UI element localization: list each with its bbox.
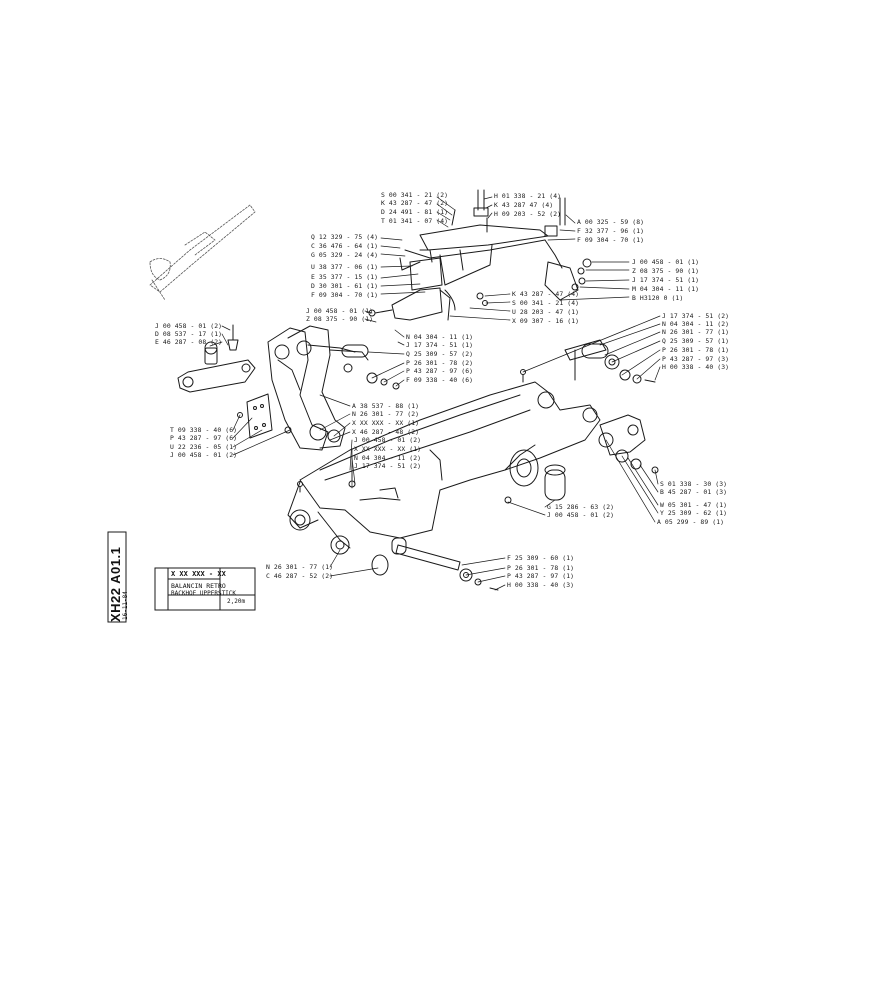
label-f09304701-left: F 09 304 - 70 (1) bbox=[311, 291, 379, 299]
label-a00325598: A 00 325 - 59 (8) bbox=[577, 218, 645, 226]
label-q12329754: Q 12 329 - 75 (4) bbox=[311, 233, 379, 241]
label-d08537171: D 08 537 - 17 (1) bbox=[155, 330, 223, 338]
label-s00341214: S 00 341 - 21 (4) bbox=[512, 299, 580, 307]
label-s01338303: S 01 338 - 30 (3) bbox=[660, 480, 728, 488]
label-j00458012-left2: J 00 458 - 01 (2) bbox=[170, 451, 238, 459]
label-p26301782: P 26 301 - 78 (2) bbox=[406, 359, 474, 367]
label-j00458011-mid: J 00 458 - 01 (1) bbox=[306, 307, 374, 315]
label-w05301471: W 05 301 - 47 (1) bbox=[660, 501, 728, 509]
pivot-boss bbox=[504, 449, 566, 504]
label-s00341212: S 00 341 - 21 (2) bbox=[381, 191, 449, 199]
title-spanish: BALANCIN RETRO bbox=[171, 582, 226, 590]
sheet-date: 16-11-84 bbox=[122, 591, 129, 620]
label-f32377961: F 32 377 - 96 (1) bbox=[577, 227, 645, 235]
right-pin-upper bbox=[564, 339, 656, 384]
label-y25309621: Y 25 309 - 62 (1) bbox=[660, 509, 728, 517]
label-d30301611: D 30 301 - 61 (1) bbox=[311, 282, 379, 290]
valve-block bbox=[368, 249, 456, 321]
label-e35377151: E 35 377 - 15 (1) bbox=[311, 273, 379, 281]
label-f09304701-top: F 09 304 - 70 (1) bbox=[577, 236, 645, 244]
label-n26301771-r: N 26 301 - 77 (1) bbox=[662, 328, 730, 336]
label-n04304112-center: N 04 304 - 11 (2) bbox=[354, 454, 422, 462]
label-h09203522: H 09 203 - 52 (2) bbox=[494, 210, 562, 218]
label-j17374511-right: J 17 374 - 51 (1) bbox=[632, 276, 700, 284]
label-j00458012-low: J 00 458 - 01 (2) bbox=[547, 511, 615, 519]
label-c46287522: C 46 287 - 52 (2) bbox=[266, 572, 334, 580]
label-j17374512-center: J 17 374 - 51 (2) bbox=[354, 462, 422, 470]
leader-lines bbox=[209, 196, 661, 591]
label-z08375901-right: Z 08 375 - 90 (1) bbox=[632, 267, 700, 275]
label-bh31200: B H3120 0 (1) bbox=[632, 294, 684, 302]
label-n26301772-mid: N 26 301 - 77 (2) bbox=[352, 410, 420, 418]
label-u38377061: U 38 377 - 06 (1) bbox=[311, 263, 379, 271]
lower-pin-assembly bbox=[371, 537, 499, 591]
label-j17374512-r: J 17 374 - 51 (2) bbox=[662, 312, 730, 320]
label-g15286632: G 15 286 - 63 (2) bbox=[547, 503, 615, 511]
label-h00338403-r: H 00 338 - 40 (3) bbox=[662, 363, 730, 371]
label-x09307161: X 09 307 - 16 (1) bbox=[512, 317, 580, 325]
label-j00458011-right: J 00 458 - 01 (1) bbox=[632, 258, 700, 266]
right-link-lower bbox=[598, 414, 659, 474]
protective-plate bbox=[237, 393, 292, 439]
label-d24491811: D 24 491 - 81 (1) bbox=[381, 208, 449, 216]
label-t09338406: T 09 338 - 40 (6) bbox=[170, 426, 238, 434]
label-n04304111-a: N 04 304 - 11 (1) bbox=[406, 333, 474, 341]
label-u22236051: U 22 236 - 05 (1) bbox=[170, 443, 238, 451]
label-j00458012-left: J 00 458 - 01 (2) bbox=[155, 322, 223, 330]
title-english: BACKHOE UPPERSTICK bbox=[171, 590, 237, 597]
right-fittings bbox=[476, 258, 592, 306]
label-p26301781-low: P 26 301 - 78 (1) bbox=[507, 564, 575, 572]
title-block-frame bbox=[107, 531, 256, 623]
label-xxxxxxxx1-center: X XX XXX - XX (1) bbox=[354, 445, 422, 453]
label-q25309572: Q 25 309 - 57 (2) bbox=[406, 350, 474, 358]
label-h01338214: H 01 338 - 21 (4) bbox=[494, 192, 562, 200]
label-x46287482: X 46 287 - 48 (2) bbox=[352, 428, 420, 436]
label-u28203471: U 28 203 - 47 (1) bbox=[512, 308, 580, 316]
plate-link-arm bbox=[267, 325, 400, 451]
label-p43287976-left: P 43 287 - 97 (6) bbox=[170, 434, 238, 442]
label-h00338403-low: H 00 338 - 40 (3) bbox=[507, 581, 575, 589]
connecting-link-left bbox=[177, 324, 256, 393]
label-a05299891: A 05 299 - 89 (1) bbox=[657, 518, 725, 526]
label-c36476641: C 36 476 - 64 (1) bbox=[311, 242, 379, 250]
label-a38537881: A 38 537 - 88 (1) bbox=[352, 402, 420, 410]
label-j00458012-center: J 00 458 - 01 (2) bbox=[354, 436, 422, 444]
label-g05329244: G 05 329 - 24 (4) bbox=[311, 251, 379, 259]
label-p43287971-low: P 43 287 - 97 (1) bbox=[507, 572, 575, 580]
label-q25309571-r: Q 25 309 - 57 (1) bbox=[662, 337, 730, 345]
title-block: X XX XXX - XX BALANCIN RETRO BACKHOE UPP… bbox=[155, 568, 255, 610]
label-k43287474-lower: K 43 287 - 47 (4) bbox=[512, 290, 580, 298]
label-j17374511-a: J 17 374 - 51 (1) bbox=[406, 341, 474, 349]
upperstick-arm bbox=[287, 381, 601, 555]
label-p43287976-mid: P 43 287 - 97 (6) bbox=[406, 367, 474, 375]
label-n26301771-low: N 26 301 - 77 (1) bbox=[266, 563, 334, 571]
label-z08375901-mid: Z 08 375 - 90 (1) bbox=[306, 315, 374, 323]
label-k43287474: K 43 287 47 (4) bbox=[494, 201, 554, 209]
label-p43287973-r: P 43 287 - 97 (3) bbox=[662, 355, 730, 363]
label-f09338406: F 09 338 - 40 (6) bbox=[406, 376, 474, 384]
label-k43287472: K 43 287 - 47 (2) bbox=[381, 199, 449, 207]
label-n04304112-r: N 04 304 - 11 (2) bbox=[662, 320, 730, 328]
label-f25309601: F 25 309 - 60 (1) bbox=[507, 554, 575, 562]
label-p26301781-r: P 26 301 - 78 (1) bbox=[662, 346, 730, 354]
sheet-code: XH22 A01.1 bbox=[108, 546, 123, 622]
thumbnail-machine bbox=[149, 204, 256, 301]
boom-size: 2,20m bbox=[227, 598, 246, 605]
part-number: X XX XXX - XX bbox=[171, 570, 226, 578]
label-xxxxxxxx1: X XX XXX - XX (1) bbox=[352, 419, 420, 427]
label-m04304111: M 04 304 - 11 (1) bbox=[632, 285, 700, 293]
label-b45287013: B 45 287 - 01 (3) bbox=[660, 488, 728, 496]
label-t01341074: T 01 341 - 07 (4) bbox=[381, 217, 449, 225]
label-e46287082: E 46 287 - 08 (2) bbox=[155, 338, 223, 346]
